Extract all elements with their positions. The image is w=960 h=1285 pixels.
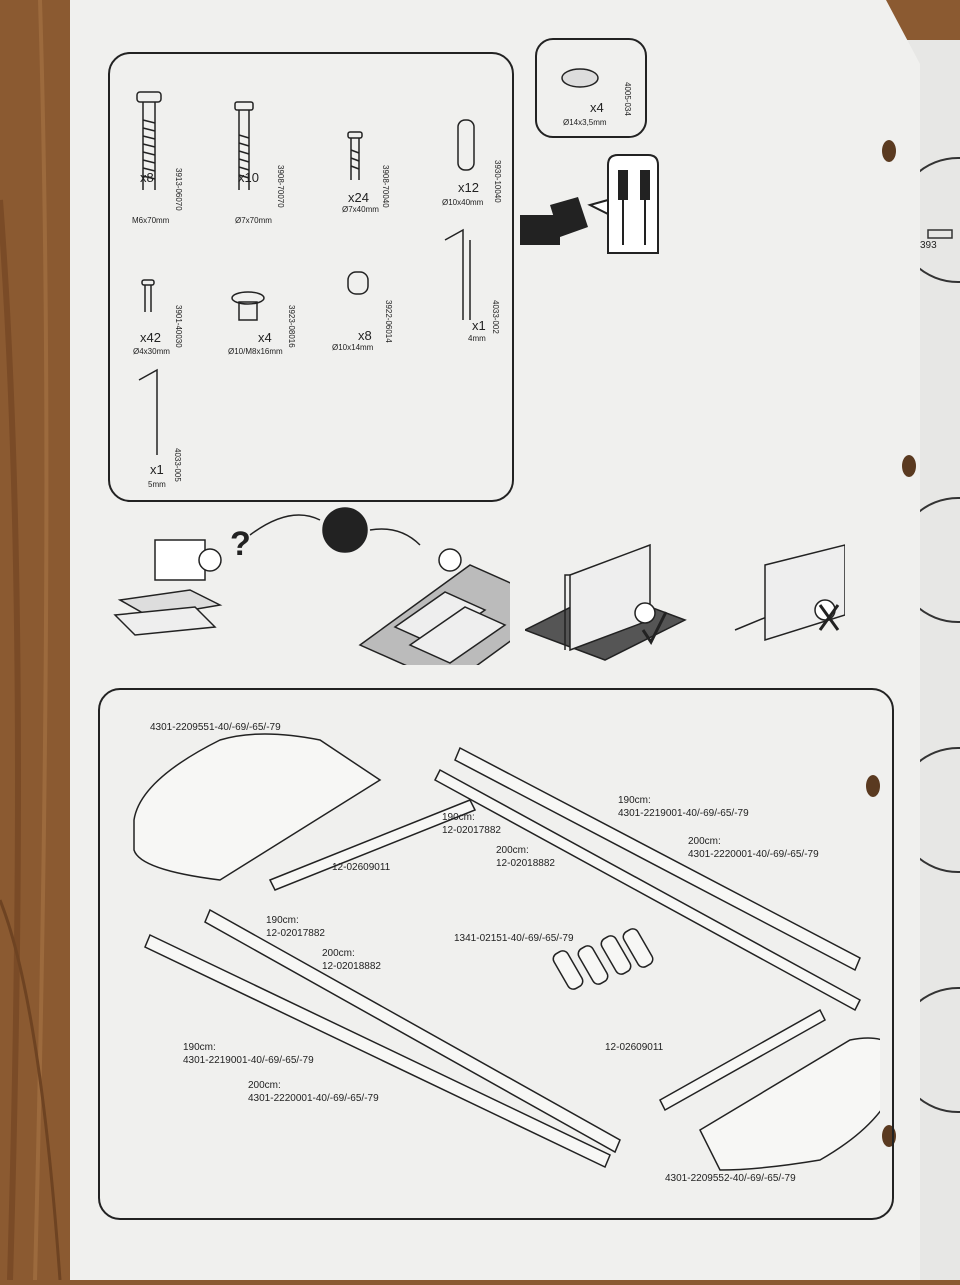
part-label: 12-02609011 [605,1042,664,1053]
part-label: 12-02018882 [322,961,381,972]
felt-pad-drawing [561,68,599,88]
part-label: 190cm: [183,1042,216,1053]
hardware-qty: x12 [458,180,479,195]
hardware-size: Ø10x14mm [332,343,374,352]
part-label: 12-02017882 [266,928,325,939]
part-label: 190cm: [618,795,651,806]
hardware-code: 3913-06070 [174,168,183,211]
part-label: 200cm: [248,1080,281,1091]
part-label: 4301-2209552-40/-69/-65/-79 [665,1173,796,1184]
hardware-qty: x1 [150,462,164,477]
hardware-code: 4033-005 [173,448,182,482]
felt-pad-box [535,38,647,138]
hardware-code: 3901-40030 [174,305,183,348]
hardware-size: Ø7x40mm [342,205,379,214]
part-label: 4301-2209551-40/-69/-65/-79 [150,722,281,733]
hardware-code: 3908-70040 [381,165,390,208]
hardware-drawings [136,91,475,455]
part-label: 4301-2219001-40/-69/-65/-79 [618,808,749,819]
part-label: 12-02017882 [442,825,501,836]
part-label: 190cm: [266,915,299,926]
hardware-size: Ø7x70mm [235,216,272,225]
parts-box [98,688,894,1220]
floor-protection-pictogram [525,543,845,661]
pad-code: 4005-034 [623,82,632,116]
hardware-qty: x1 [472,318,486,333]
hardware-size: Ø10x40mm [442,198,484,207]
hardware-size: Ø10/M8x16mm [228,347,283,356]
part-label: 12-02609011 [332,862,391,873]
hardware-size: 5mm [148,480,166,489]
pad-qty: x4 [590,100,604,115]
instruction-page: x8 M6x70mm 3913-06070 x10 Ø7x70mm 3908-7… [70,0,920,1280]
hardware-box [108,52,514,502]
pad-size: Ø14x3,5mm [563,118,607,127]
hardware-qty: x8 [140,170,154,185]
hardware-size: M6x70mm [132,216,170,225]
binder-hole [866,775,880,797]
hardware-qty: x8 [358,328,372,343]
hardware-qty: x10 [238,170,259,185]
svg-text:?: ? [230,525,251,563]
hardware-code: 3930-10040 [493,160,502,203]
part-label: 200cm: [496,845,529,856]
hardware-size: 4mm [468,334,486,343]
part-label: 4301-2219001-40/-69/-65/-79 [183,1055,314,1066]
hardware-qty: x4 [258,330,272,345]
parts-drawings [133,733,880,1171]
part-label: 4301-2220001-40/-69/-65/-79 [688,849,819,860]
binder-hole [902,455,916,477]
tools-drawing [520,154,659,254]
part-label: 200cm: [688,836,721,847]
binder-hole [882,140,896,162]
hardware-size: Ø4x30mm [133,347,170,356]
part-label: 1341-02151-40/-69/-65/-79 [454,933,574,944]
hardware-qty: x24 [348,190,369,205]
part-label: 200cm: [322,948,355,959]
hardware-qty: x42 [140,330,161,345]
part-label: 190cm: [442,812,475,823]
part-label: 4301-2220001-40/-69/-65/-79 [248,1093,379,1104]
hardware-code: 3922-06014 [384,300,393,343]
read-instructions-pictogram: ? [113,507,510,665]
part-label: 12-02018882 [496,858,555,869]
hardware-code: 3923-08016 [287,305,296,348]
next-page-code: 393 [920,240,937,251]
hardware-code: 3908-70070 [276,165,285,208]
hardware-code: 4033-002 [491,300,500,334]
